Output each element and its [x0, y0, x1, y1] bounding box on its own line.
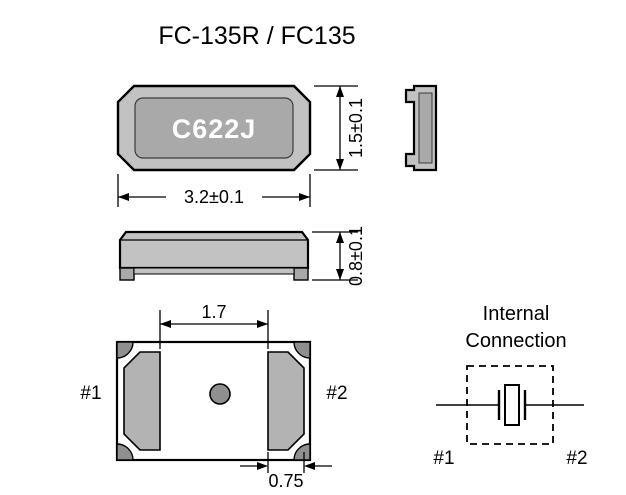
arrowhead	[299, 193, 310, 201]
internal-connection: Internal Connection #1 #2	[433, 303, 587, 469]
dim-body-length: 3.2±0.1	[117, 174, 311, 207]
arrowhead	[336, 269, 344, 280]
arrowhead	[257, 462, 268, 470]
internal-pin2-label: #2	[566, 448, 587, 469]
arrowhead	[336, 159, 344, 170]
drawing-title: FC-135R / FC135	[158, 22, 355, 50]
side-view-body	[118, 230, 310, 270]
top-view-lid	[134, 97, 294, 159]
pad-2	[267, 351, 305, 451]
corner-castellation	[293, 341, 311, 359]
corner-castellation	[116, 341, 134, 359]
side-view	[118, 230, 310, 281]
side-view-terminal-right	[293, 267, 309, 281]
dim-body-length-value: 3.2±0.1	[184, 187, 244, 207]
corner-castellation	[293, 443, 311, 461]
pad-1	[123, 351, 161, 451]
dim-pad-gap-value: 1.7	[201, 302, 226, 322]
crystal-element	[504, 384, 520, 426]
dim-pad-width-value: 0.75	[268, 471, 303, 491]
arrowhead	[336, 86, 344, 97]
dim-body-width-value: 1.5±0.1	[346, 98, 366, 158]
bottom-view: #1 #2	[80, 340, 348, 462]
internal-pin1-label: #1	[433, 448, 454, 469]
side-view-terminal-left	[119, 267, 135, 281]
internal-connection-title-line1: Internal	[483, 303, 550, 325]
dim-body-height-value: 0.8±0.1	[346, 226, 366, 286]
center-mark	[209, 383, 231, 405]
arrowhead	[118, 193, 129, 201]
pin2-label: #2	[326, 383, 347, 404]
end-view	[404, 84, 438, 172]
side-view-base	[133, 267, 295, 275]
part-marking: C622J	[172, 114, 257, 144]
arrowhead	[336, 232, 344, 243]
dim-body-height: 0.8±0.1	[312, 226, 366, 286]
top-view: C622J	[116, 84, 312, 172]
pin1-label: #1	[80, 383, 101, 404]
arrowhead	[304, 462, 315, 470]
arrowhead	[257, 320, 268, 328]
dim-pad-width: 0.75	[240, 452, 332, 491]
end-view-lid	[418, 92, 433, 164]
dim-body-width: 1.5±0.1	[314, 85, 366, 171]
arrowhead	[160, 320, 171, 328]
corner-castellation	[116, 443, 134, 461]
dim-pad-gap: 1.7	[159, 302, 269, 349]
internal-connection-title-line2: Connection	[465, 330, 566, 352]
